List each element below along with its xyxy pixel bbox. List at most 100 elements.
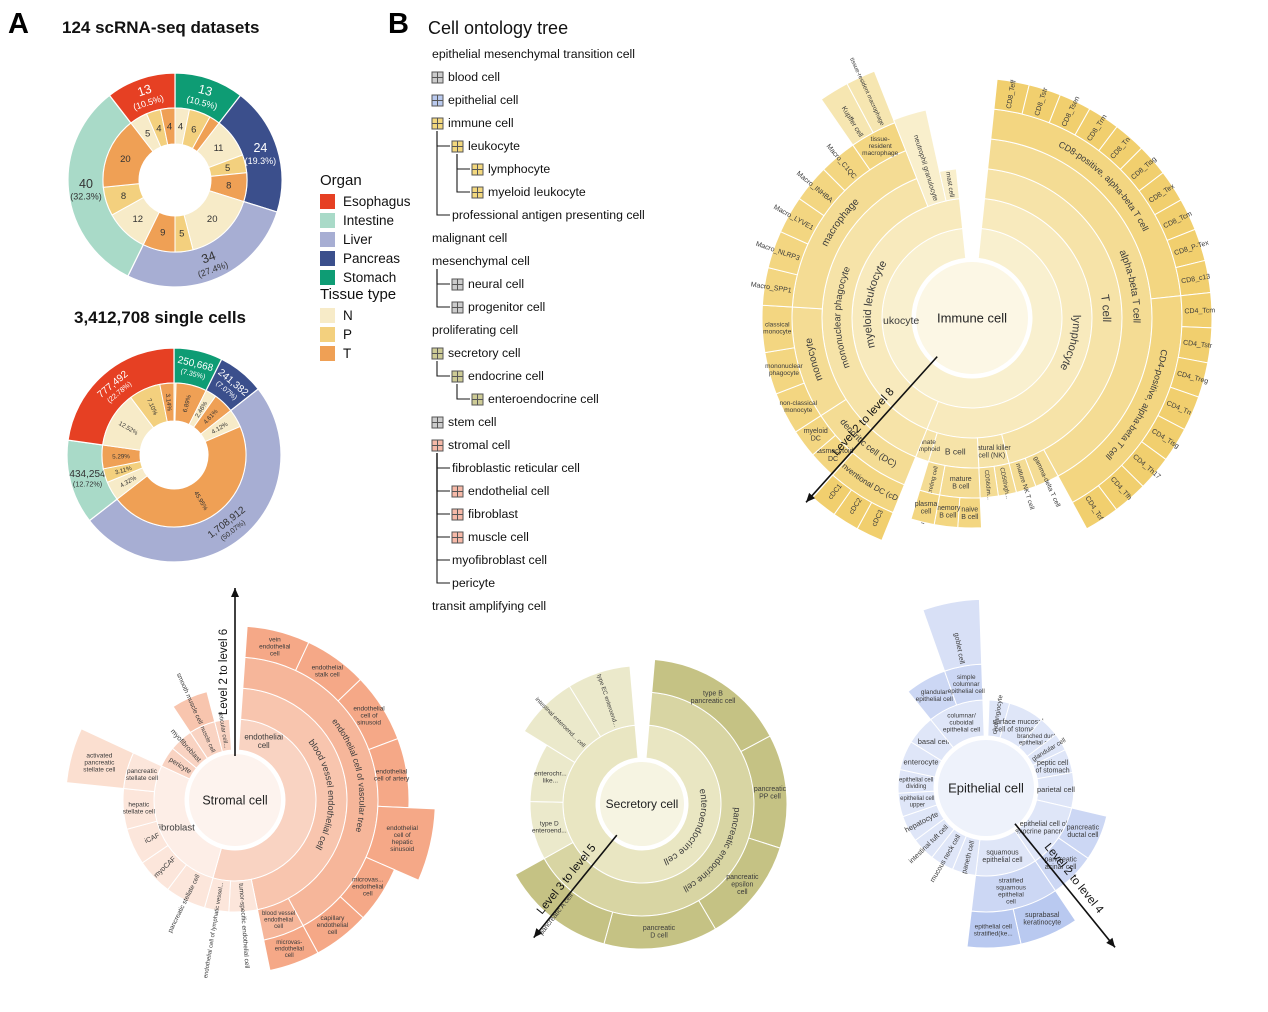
- segment-label: CD56dim...: [983, 470, 992, 501]
- tree-item: lymphocyte: [488, 162, 550, 176]
- datasets-title: 124 scRNA-seq datasets: [62, 18, 260, 37]
- organ-legend-title: Organ: [320, 172, 362, 189]
- sunburst-center: [600, 762, 684, 846]
- sunburst-center: [916, 262, 1028, 374]
- sunburst-center: [938, 740, 1034, 836]
- tree-item: muscle cell: [468, 530, 529, 544]
- legend-label: Pancreas: [343, 251, 401, 266]
- tree-connector: [436, 453, 450, 469]
- tree-connector: [436, 453, 450, 584]
- donut-inner-label: 8: [226, 181, 231, 192]
- legend-item: P: [320, 327, 396, 342]
- donut-inner-label: 6.89%: [182, 394, 193, 413]
- tree-connector: [436, 131, 450, 147]
- tree-item: secretory cell: [448, 346, 520, 360]
- ontology-title: Cell ontology tree: [428, 18, 569, 38]
- tree-connector: [436, 361, 450, 377]
- tree-item: proliferating cell: [432, 323, 518, 337]
- legend-label: Stomach: [343, 270, 397, 285]
- donut-inner-segment: [159, 107, 176, 146]
- sunburst-center-label: Immune cell: [937, 311, 1007, 326]
- tree-item: progenitor cell: [468, 300, 545, 314]
- donut-inner-label: 6: [191, 124, 196, 135]
- tree-item: endothelial cell: [468, 484, 549, 498]
- donut-inner-label: 4: [178, 121, 183, 132]
- legend-item: T: [320, 346, 396, 361]
- sunburst-segment: [568, 665, 636, 738]
- tree-connector: [436, 453, 450, 538]
- tree-connector: [436, 269, 450, 285]
- tree-item: epithelial mesenchymal transition cell: [432, 47, 635, 61]
- segment-label: enterochr...like...: [534, 770, 567, 784]
- legend-swatch: [320, 327, 335, 342]
- tree-item: stromal cell: [448, 438, 510, 452]
- donut-inner-label: 3.11%: [114, 465, 133, 477]
- sunburst-center-label: Secretory cell: [606, 797, 679, 811]
- legend-swatch: [320, 194, 335, 209]
- tree-item: myeloid leukocyte: [488, 185, 586, 199]
- segment-label: CD4_Tstr: [1183, 340, 1213, 350]
- legend-label: T: [343, 346, 352, 361]
- segment-label: basal cell: [918, 737, 950, 746]
- legend-label: Intestine: [343, 213, 395, 228]
- tree-connector: [436, 131, 450, 216]
- tree-connector: [456, 154, 470, 170]
- donut-inner-label: 12: [133, 214, 144, 225]
- segment-label: B cell: [945, 447, 966, 457]
- tree-connector: [436, 453, 450, 561]
- donut-inner-label: 9: [160, 228, 165, 239]
- legend-item: Stomach: [320, 270, 411, 285]
- sunburst-center-label: Epithelial cell: [948, 781, 1024, 796]
- legend-item: Esophagus: [320, 194, 411, 209]
- legend-swatch: [320, 270, 335, 285]
- segment-label: reticular cell...: [217, 711, 229, 749]
- donut-inner-label: 5.29%: [112, 453, 130, 460]
- tree-item: professional antigen presenting cell: [452, 208, 645, 222]
- legend-item: N: [320, 308, 396, 323]
- legend-label: Esophagus: [343, 194, 411, 209]
- donut-inner-label: 20: [120, 154, 131, 165]
- tree-item: fibroblastic reticular cell: [452, 461, 580, 475]
- sunburst-segment: [172, 690, 216, 734]
- tree-item: myofibroblast cell: [452, 553, 547, 567]
- tree-connector: [436, 269, 450, 308]
- legend-swatch: [320, 308, 335, 323]
- tree-item: epithelial cell: [448, 93, 518, 107]
- tree-item: pericyte: [452, 576, 495, 590]
- segment-label: mast cell: [944, 171, 955, 198]
- sunburst-segment: [65, 728, 135, 790]
- sunburst-segment: [938, 168, 961, 202]
- segment-label: enterocyte: [904, 757, 939, 766]
- legend-swatch: [320, 213, 335, 228]
- donut-label: 434,254(12.72%): [69, 469, 106, 489]
- cells-title: 3,412,708 single cells: [74, 308, 247, 327]
- tree-item: transit amplifying cell: [432, 599, 546, 613]
- donut-inner-label: 11: [214, 143, 224, 154]
- segment-label: fibroblast: [156, 822, 195, 833]
- tree-item: stem cell: [448, 415, 497, 429]
